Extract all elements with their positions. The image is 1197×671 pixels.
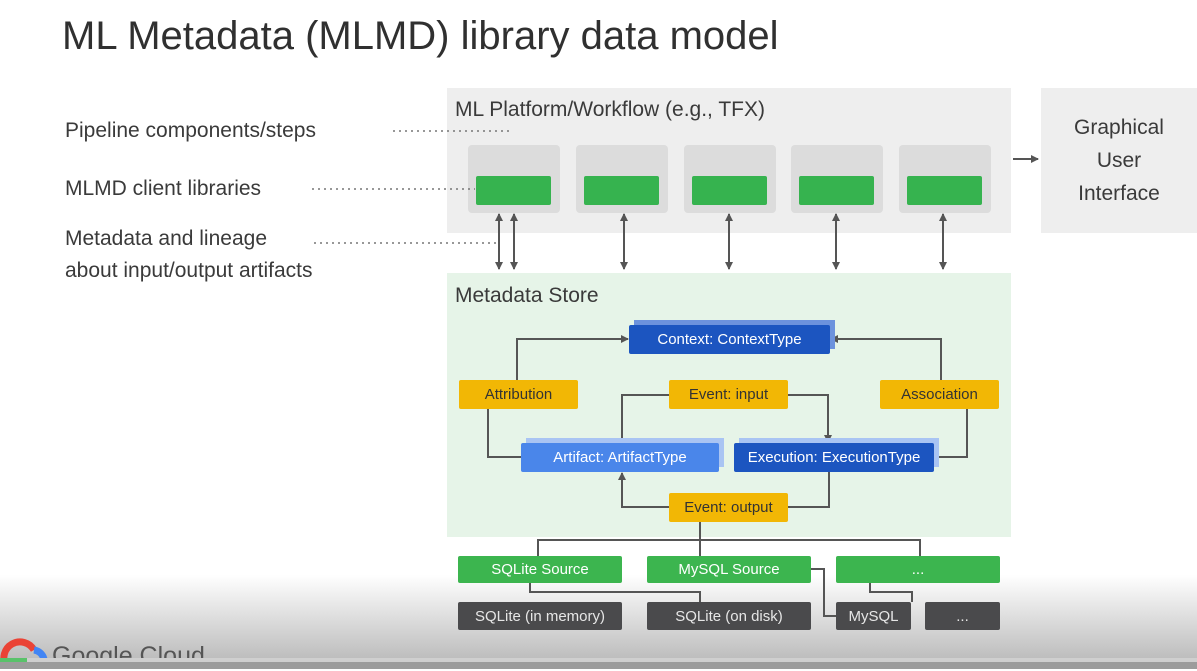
video-progress-bar[interactable] — [0, 658, 1197, 662]
event-input-label: Event: input — [688, 386, 769, 403]
backend-label: MySQL — [848, 607, 899, 625]
context-label: Context: ContextType — [657, 331, 802, 348]
mysql-box: MySQL — [836, 602, 911, 630]
mlmd-client-library — [476, 176, 551, 205]
sqlite-disk-box: SQLite (on disk) — [647, 602, 811, 630]
other-backend-box: ... — [925, 602, 1000, 630]
source-label: ... — [911, 561, 925, 578]
event-output-box: Event: output — [669, 493, 788, 522]
source-label: SQLite Source — [491, 561, 589, 578]
attribution-box: Attribution — [459, 380, 578, 409]
backend-label: ... — [956, 607, 969, 625]
sqlite-memory-box: SQLite (in memory) — [458, 602, 622, 630]
association-label: Association — [901, 386, 978, 403]
label-pipeline-components: Pipeline components/steps — [65, 119, 316, 142]
mlmd-client-library — [799, 176, 874, 205]
association-box: Association — [880, 380, 999, 409]
mlmd-client-library — [584, 176, 659, 205]
label-metadata-line2: about input/output artifacts — [65, 259, 313, 282]
gui-label: Graphical User Interface — [1074, 116, 1164, 205]
video-progress-fill — [0, 658, 27, 662]
slide-title: ML Metadata (MLMD) library data model — [62, 14, 779, 58]
sqlite-source-box: SQLite Source — [458, 556, 622, 583]
artifact-label: Artifact: ArtifactType — [553, 449, 687, 466]
mlmd-client-library — [692, 176, 767, 205]
attribution-label: Attribution — [484, 386, 553, 403]
execution-box: Execution: ExecutionType — [734, 443, 934, 472]
backend-label: SQLite (on disk) — [675, 607, 783, 625]
metadata-store-title: Metadata Store — [455, 284, 599, 307]
artifact-box: Artifact: ArtifactType — [521, 443, 719, 472]
mysql-source-box: MySQL Source — [647, 556, 811, 583]
execution-label: Execution: ExecutionType — [747, 449, 921, 466]
source-label: MySQL Source — [678, 561, 780, 578]
other-source-box: ... — [836, 556, 1000, 583]
mlmd-client-library — [907, 176, 982, 205]
backend-label: SQLite (in memory) — [474, 607, 606, 625]
platform-title: ML Platform/Workflow (e.g., TFX) — [455, 98, 766, 121]
context-box: Context: ContextType — [629, 325, 830, 354]
label-metadata-line1: Metadata and lineage — [65, 227, 267, 250]
video-control-strip — [0, 662, 1197, 669]
gui-panel: Graphical User Interface — [1041, 88, 1197, 233]
event-input-box: Event: input — [669, 380, 788, 409]
label-client-libraries: MLMD client libraries — [65, 177, 262, 200]
event-output-label: Event: output — [684, 499, 773, 516]
